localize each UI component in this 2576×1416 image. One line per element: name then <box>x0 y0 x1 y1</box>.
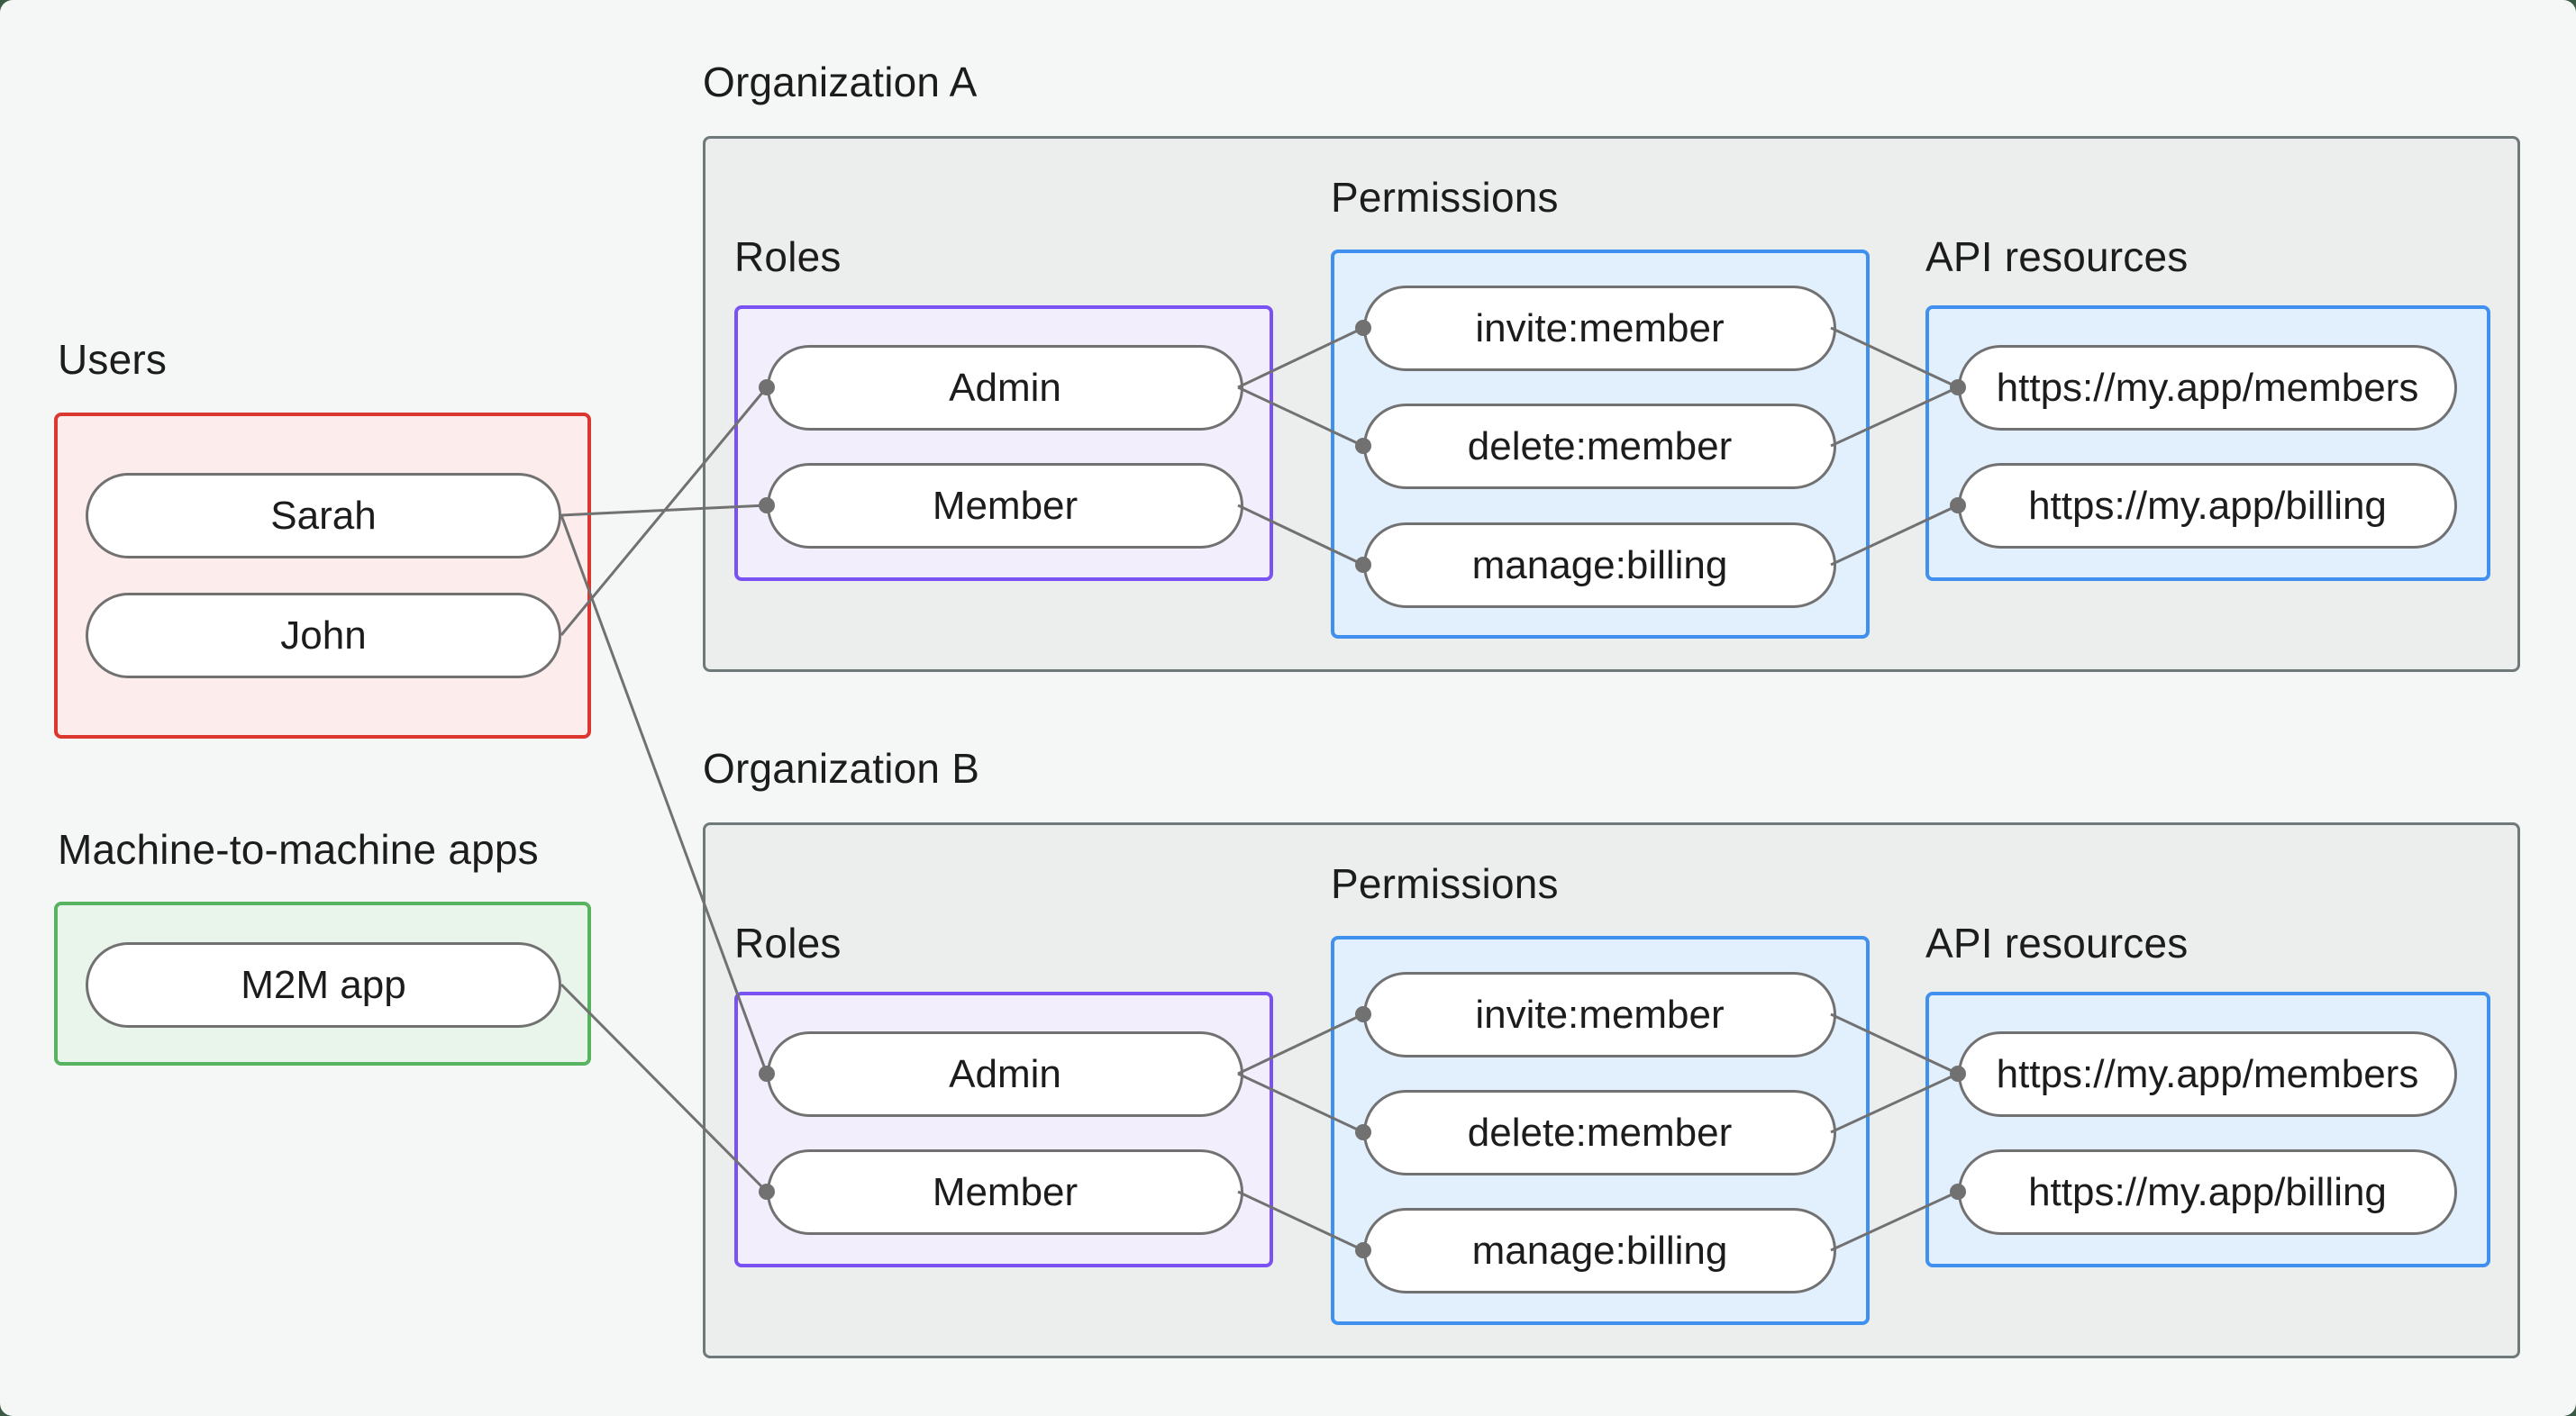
org-b-role-admin: Admin <box>767 1031 1243 1117</box>
org-b-permission-manage-billing: manage:billing <box>1363 1208 1836 1293</box>
org-a-title: Organization A <box>703 59 978 105</box>
m2m-section-label: Machine-to-machine apps <box>58 826 539 873</box>
users-group-box <box>54 413 591 739</box>
org-a-api-members: https://my.app/members <box>1958 345 2457 431</box>
org-a-role-member: Member <box>767 463 1243 549</box>
org-a-roles-label: Roles <box>734 233 842 280</box>
org-b-api-members: https://my.app/members <box>1958 1031 2457 1117</box>
org-b-api-billing: https://my.app/billing <box>1958 1149 2457 1235</box>
org-a-api-billing: https://my.app/billing <box>1958 463 2457 549</box>
org-a-permission-invite-member: invite:member <box>1363 286 1836 371</box>
org-b-permission-delete-member: delete:member <box>1363 1090 1836 1175</box>
org-a-permissions-label: Permissions <box>1331 174 1559 221</box>
org-a-role-admin: Admin <box>767 345 1243 431</box>
m2m-node-app: M2M app <box>86 942 561 1028</box>
org-b-role-member: Member <box>767 1149 1243 1235</box>
org-a-permission-manage-billing: manage:billing <box>1363 522 1836 608</box>
org-a-permission-delete-member: delete:member <box>1363 404 1836 489</box>
user-node-sarah: Sarah <box>86 473 561 558</box>
user-node-john: John <box>86 593 561 678</box>
org-b-permissions-label: Permissions <box>1331 860 1559 907</box>
org-b-permission-invite-member: invite:member <box>1363 972 1836 1057</box>
org-b-api-resources-label: API resources <box>1925 920 2189 967</box>
org-b-roles-label: Roles <box>734 920 842 967</box>
org-b-title: Organization B <box>703 745 980 792</box>
org-a-api-resources-label: API resources <box>1925 233 2189 280</box>
users-section-label: Users <box>58 336 168 383</box>
